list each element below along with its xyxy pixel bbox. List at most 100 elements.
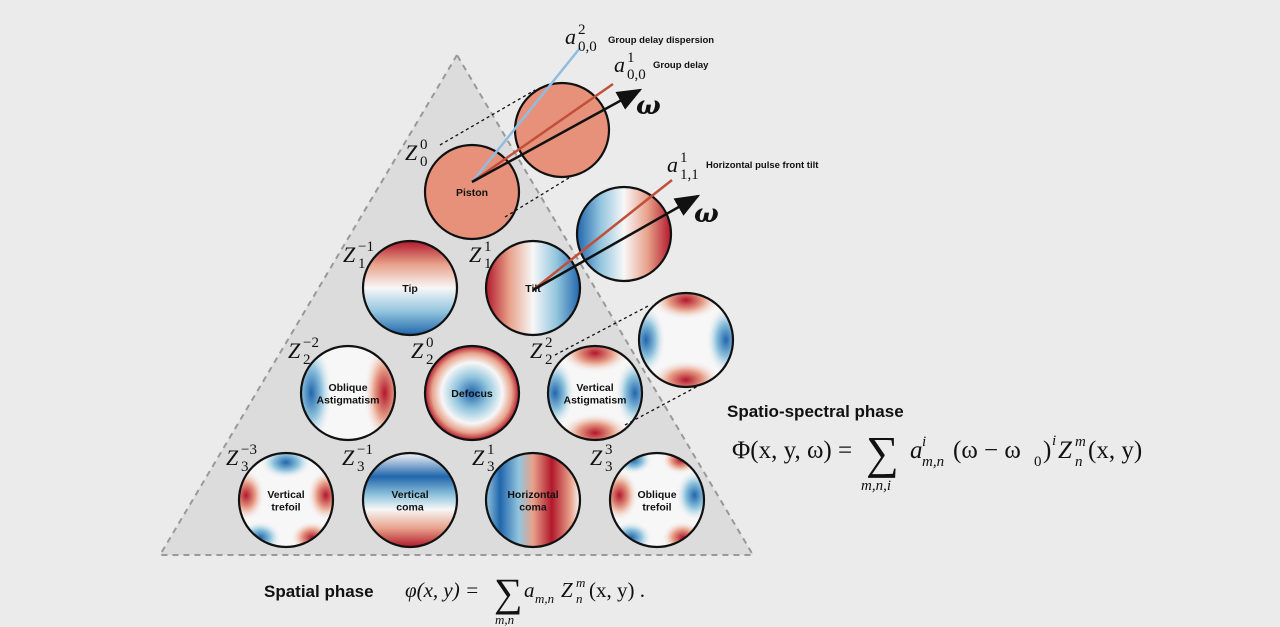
svg-text:−1: −1 bbox=[357, 442, 373, 458]
svg-text:Z: Z bbox=[1058, 437, 1073, 464]
mode-label: Piston bbox=[456, 187, 488, 199]
mode-label: coma bbox=[519, 501, 547, 513]
svg-text:m,n: m,n bbox=[922, 454, 944, 470]
spatio-spectral-equation: Φ(x, y, ω) = ∑ m,n,i a i m,n (ω − ω 0 ) … bbox=[732, 427, 1142, 494]
svg-text:i: i bbox=[1052, 433, 1056, 449]
svg-text:Z: Z bbox=[469, 242, 482, 267]
svg-text:2: 2 bbox=[545, 352, 553, 368]
svg-text:0: 0 bbox=[420, 154, 428, 170]
spatial-phase-title: Spatial phase bbox=[264, 582, 374, 601]
svg-text:Φ(x, y, ω) =: Φ(x, y, ω) = bbox=[732, 437, 852, 464]
svg-text:Z: Z bbox=[411, 338, 424, 363]
svg-text:3: 3 bbox=[605, 442, 613, 458]
mode-label: Vertical bbox=[576, 382, 613, 394]
svg-text:Z: Z bbox=[590, 445, 603, 470]
svg-text:m: m bbox=[1075, 434, 1086, 450]
svg-text:3: 3 bbox=[605, 459, 613, 475]
svg-text:m,n: m,n bbox=[535, 591, 554, 606]
mode-label: Horizontal bbox=[507, 489, 558, 501]
gdd-line bbox=[471, 47, 581, 183]
svg-text:a: a bbox=[524, 578, 535, 602]
svg-text:2: 2 bbox=[545, 335, 553, 351]
svg-text:3: 3 bbox=[487, 459, 495, 475]
gd-line bbox=[471, 82, 614, 184]
svg-text:1: 1 bbox=[484, 239, 492, 255]
svg-text:a: a bbox=[614, 52, 625, 77]
mode-tip: Tip bbox=[361, 239, 459, 337]
mode-label: Vertical bbox=[267, 489, 304, 501]
mode-label: Defocus bbox=[451, 388, 493, 400]
mode-label: trefoil bbox=[642, 501, 671, 513]
svg-text:2: 2 bbox=[426, 352, 434, 368]
svg-text:2: 2 bbox=[303, 352, 311, 368]
omega-arrow-2 bbox=[532, 194, 701, 292]
svg-text:0: 0 bbox=[420, 137, 428, 153]
projected-tilt-circle bbox=[575, 185, 673, 283]
svg-text:∑: ∑ bbox=[494, 570, 523, 615]
svg-text:Z: Z bbox=[288, 338, 301, 363]
svg-text:Z: Z bbox=[226, 445, 239, 470]
svg-text:a: a bbox=[910, 437, 923, 464]
coef-pft-label: Horizontal pulse front tilt bbox=[706, 160, 819, 171]
mode-label: Oblique bbox=[637, 489, 676, 501]
pft-line bbox=[532, 179, 673, 291]
coef-gdd-label: Group delay dispersion bbox=[608, 35, 714, 46]
svg-text:(x, y) .: (x, y) . bbox=[589, 578, 645, 602]
mode-label: Tip bbox=[402, 283, 418, 295]
svg-text:Z: Z bbox=[343, 242, 356, 267]
mode-label: coma bbox=[396, 501, 424, 513]
mode-symbol: Z−33 bbox=[226, 442, 257, 475]
svg-text:−3: −3 bbox=[241, 442, 257, 458]
svg-text:a: a bbox=[565, 24, 576, 49]
coef-gd-label: Group delay bbox=[653, 60, 709, 71]
svg-text:1: 1 bbox=[680, 150, 688, 166]
svg-text:m,n: m,n bbox=[495, 612, 514, 627]
svg-text:3: 3 bbox=[241, 459, 249, 475]
svg-text:1: 1 bbox=[484, 256, 492, 272]
coef-gd: a 1 0,0 Group delay bbox=[614, 50, 709, 83]
svg-text:m,n,i: m,n,i bbox=[861, 478, 891, 494]
svg-text:0,0: 0,0 bbox=[578, 39, 597, 55]
svg-text:0: 0 bbox=[426, 335, 434, 351]
spatio-spectral-title: Spatio-spectral phase bbox=[727, 402, 904, 421]
svg-text:n: n bbox=[576, 591, 583, 606]
projection-lines bbox=[439, 89, 701, 426]
svg-text:a: a bbox=[667, 152, 678, 177]
svg-text:m: m bbox=[576, 575, 585, 590]
coef-pft: a 1 1,1 Horizontal pulse front tilt bbox=[667, 150, 819, 183]
svg-text:(ω − ω: (ω − ω bbox=[953, 437, 1021, 464]
omega-label-2: ω bbox=[694, 199, 719, 229]
svg-text:1: 1 bbox=[487, 442, 495, 458]
svg-text:2: 2 bbox=[578, 22, 586, 38]
svg-text:1: 1 bbox=[627, 50, 635, 66]
svg-text:3: 3 bbox=[357, 459, 365, 475]
svg-text:Z: Z bbox=[342, 445, 355, 470]
svg-text:0,0: 0,0 bbox=[627, 67, 646, 83]
mode-defocus: Defocus bbox=[423, 344, 521, 442]
svg-text:Z: Z bbox=[530, 338, 543, 363]
svg-text:1,1: 1,1 bbox=[680, 167, 699, 183]
svg-text:Z: Z bbox=[405, 140, 418, 165]
mode-label: trefoil bbox=[271, 501, 300, 513]
svg-text:φ(x, y) =: φ(x, y) = bbox=[405, 578, 479, 602]
svg-text:0: 0 bbox=[1034, 454, 1042, 470]
mode-symbol: Z−11 bbox=[343, 239, 374, 272]
svg-text:−1: −1 bbox=[358, 239, 374, 255]
svg-text:∑: ∑ bbox=[866, 427, 899, 478]
mode-tilt: Tilt bbox=[484, 239, 582, 337]
svg-text:n: n bbox=[1075, 454, 1083, 470]
mode-label: Astigmatism bbox=[316, 394, 379, 406]
spatial-phase-equation: φ(x, y) = ∑ m,n a m,n Z m n (x, y) . bbox=[405, 570, 645, 627]
mode-label: Oblique bbox=[328, 382, 367, 394]
projected-circles bbox=[513, 81, 735, 389]
coef-gdd: a 2 0,0 Group delay dispersion bbox=[565, 22, 714, 55]
